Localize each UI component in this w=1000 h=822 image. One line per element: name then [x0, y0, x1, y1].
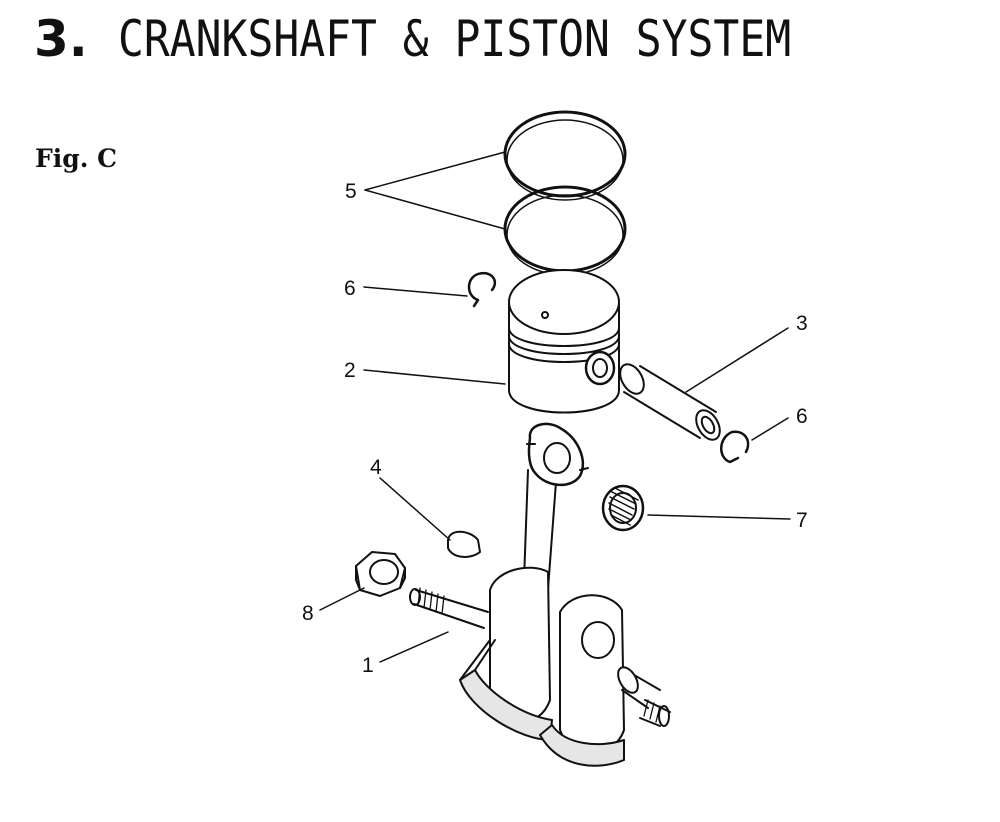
- circlip-left: [467, 271, 497, 308]
- nut: [355, 551, 406, 597]
- circlip-right: [720, 430, 750, 464]
- callout-7: 7: [796, 509, 808, 532]
- needle-bearing: [601, 484, 645, 532]
- section-number: 3.: [34, 10, 88, 68]
- page-title: 3. CRANKSHAFT & PISTON SYSTEM: [34, 14, 901, 64]
- callout-4: 4: [370, 456, 382, 479]
- callout-5: 5: [345, 180, 357, 203]
- section-title: CRANKSHAFT & PISTON SYSTEM: [117, 10, 792, 68]
- piston-rings: [503, 110, 627, 276]
- connecting-rod: [522, 422, 589, 617]
- callout-6-left: 6: [344, 277, 356, 300]
- callout-1: 1: [362, 654, 374, 677]
- callout-8: 8: [302, 602, 314, 625]
- key: [447, 530, 481, 558]
- leader-lines: [319, 151, 791, 663]
- piston-pin: [619, 363, 721, 441]
- callout-3: 3: [796, 312, 808, 335]
- callout-6-right: 6: [796, 405, 808, 428]
- piston: [508, 269, 620, 414]
- crankshaft: [409, 566, 671, 767]
- figure-label: Fig. C: [35, 144, 118, 173]
- callout-2: 2: [344, 359, 356, 382]
